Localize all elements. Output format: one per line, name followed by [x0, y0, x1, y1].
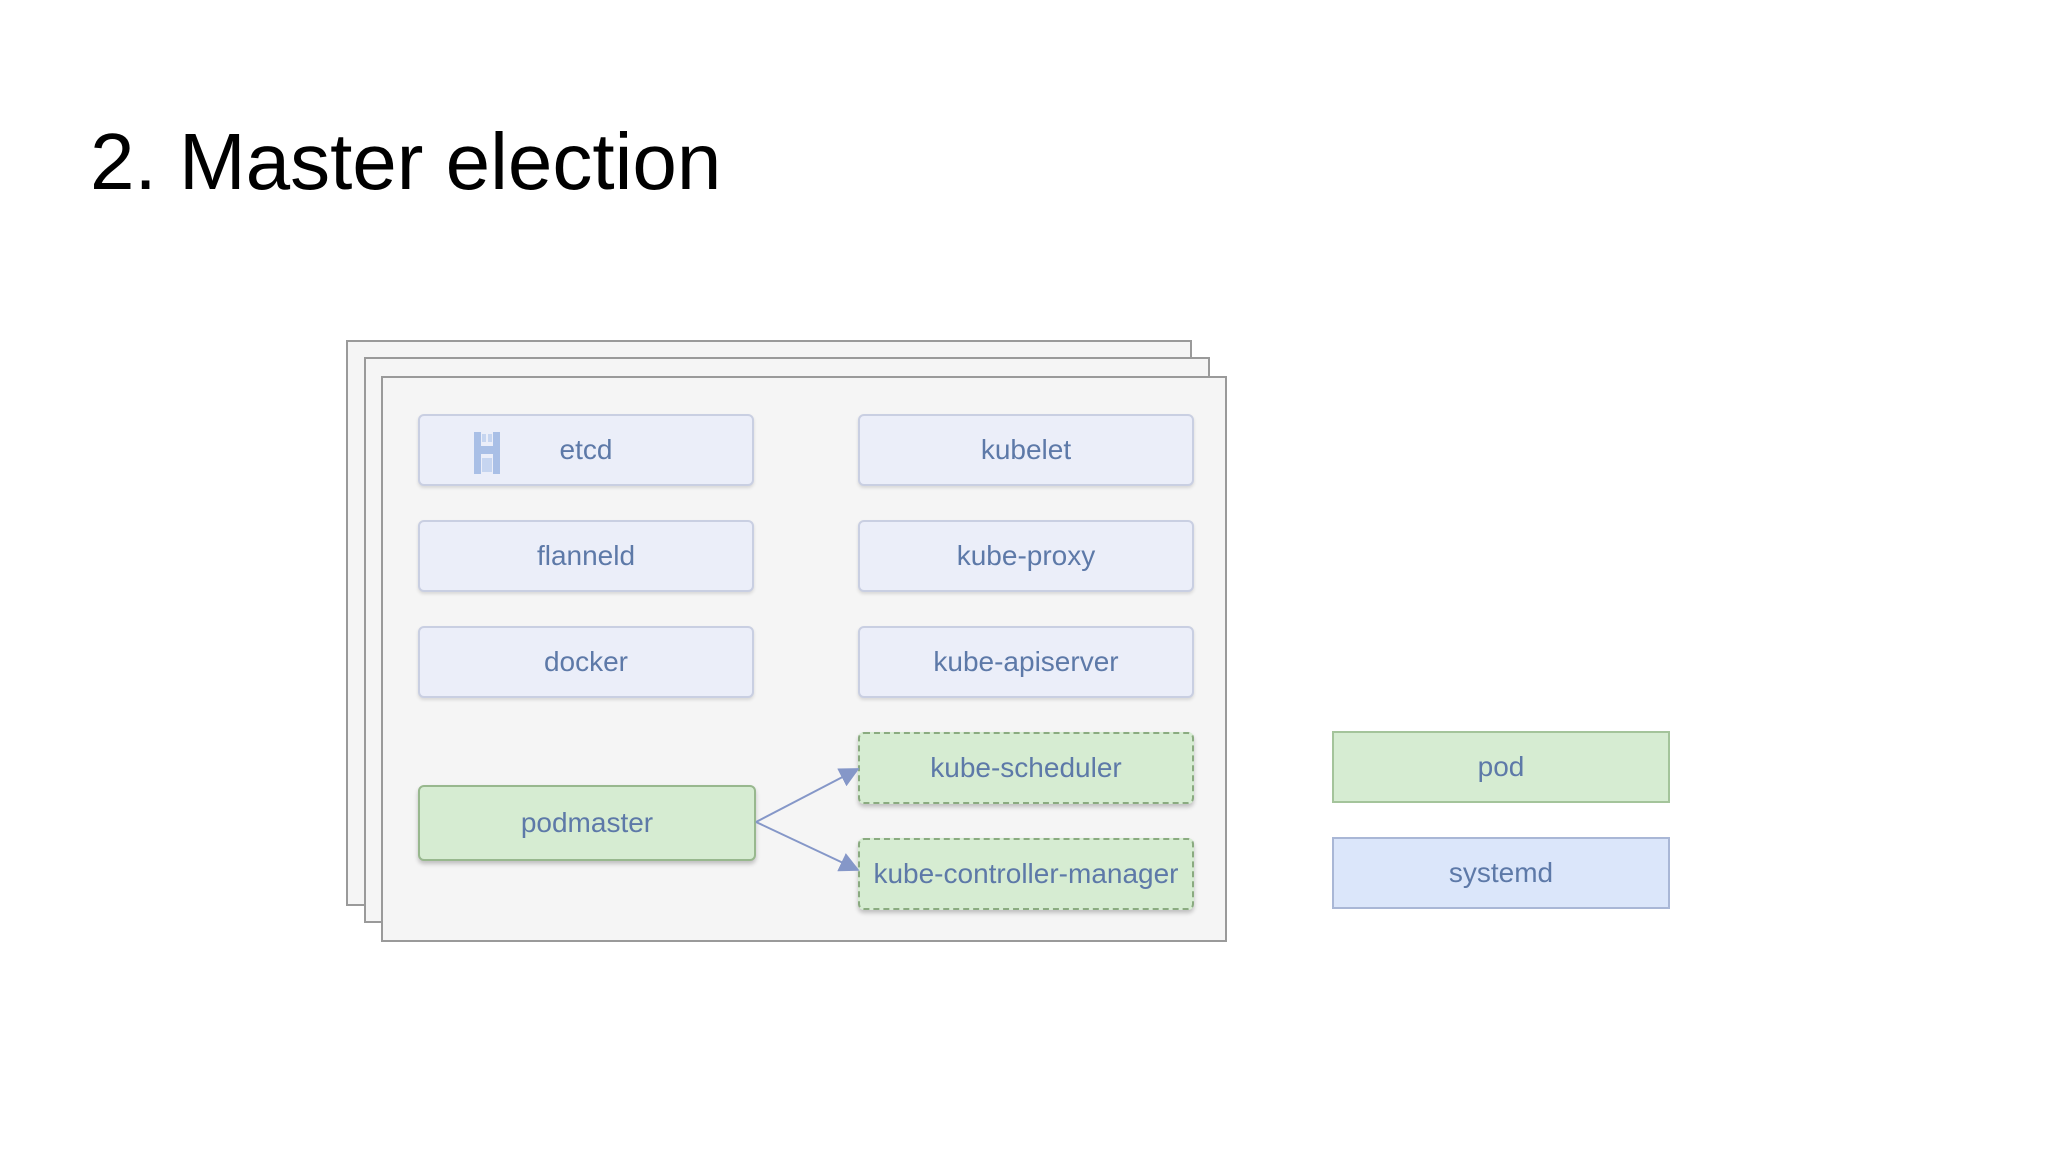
- docker-label: docker: [543, 646, 629, 677]
- podmaster-arrows: [755, 768, 860, 872]
- legend-pod: pod: [1332, 731, 1670, 803]
- master-node-diagram: etcd flanneld docker kubelet kube-proxy …: [340, 336, 1680, 946]
- legend-systemd: systemd: [1332, 837, 1670, 909]
- kube-controller-manager-box: kube-controller-manager: [858, 838, 1194, 910]
- podmaster-box: podmaster: [418, 785, 756, 861]
- etcd-logo-icon: [474, 432, 500, 474]
- kube-scheduler-box: kube-scheduler: [858, 732, 1194, 804]
- arrow-to-kube-controller-manager: [755, 821, 860, 872]
- etcd-box: etcd: [418, 414, 754, 486]
- kubelet-box: kubelet: [858, 414, 1194, 486]
- kube-apiserver-label: kube-apiserver: [933, 646, 1119, 677]
- docker-box: docker: [418, 626, 754, 698]
- flanneld-box: flanneld: [418, 520, 754, 592]
- slide-title: 2. Master election: [90, 117, 722, 206]
- kube-controller-manager-label: kube-controller-manager: [873, 858, 1179, 889]
- kube-apiserver-box: kube-apiserver: [858, 626, 1194, 698]
- kube-proxy-label: kube-proxy: [956, 540, 1096, 571]
- podmaster-label: podmaster: [520, 807, 654, 838]
- etcd-label: etcd: [559, 434, 613, 465]
- kube-proxy-box: kube-proxy: [858, 520, 1194, 592]
- arrow-to-kube-scheduler: [755, 768, 860, 823]
- flanneld-label: flanneld: [536, 540, 636, 571]
- legend-systemd-label: systemd: [1448, 857, 1554, 888]
- kubelet-label: kubelet: [980, 434, 1072, 465]
- legend-pod-label: pod: [1477, 751, 1525, 782]
- kube-scheduler-label: kube-scheduler: [930, 752, 1122, 783]
